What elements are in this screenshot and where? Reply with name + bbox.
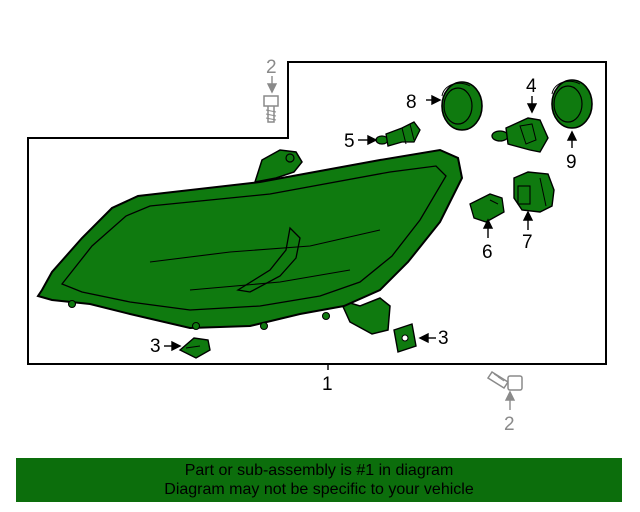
socket-6[interactable] bbox=[469, 193, 505, 223]
bracket-left[interactable] bbox=[178, 337, 211, 359]
callout-5: 5 bbox=[344, 131, 355, 152]
callout-3-left: 3 bbox=[150, 336, 161, 357]
callout-1: 1 bbox=[322, 374, 333, 395]
bolt-top[interactable] bbox=[263, 95, 279, 123]
callout-4: 4 bbox=[526, 76, 537, 97]
leader-lines bbox=[164, 94, 578, 370]
socket-7[interactable] bbox=[513, 171, 555, 213]
leader-lines-grey bbox=[266, 76, 516, 410]
callout-7: 7 bbox=[522, 232, 533, 253]
bulb-5[interactable] bbox=[375, 121, 421, 147]
bolt-bottom[interactable] bbox=[486, 370, 523, 391]
dust-cap-9[interactable] bbox=[551, 79, 593, 129]
callout-9: 9 bbox=[566, 152, 577, 173]
banner-line-1: Part or sub-assembly is #1 in diagram bbox=[184, 462, 454, 479]
info-banner: Part or sub-assembly is #1 in diagram Di… bbox=[16, 458, 622, 502]
headlamp-assembly[interactable] bbox=[36, 148, 464, 335]
assembly-frame bbox=[27, 61, 607, 365]
dust-cap-8[interactable] bbox=[441, 81, 483, 131]
banner-line-2: Diagram may not be specific to your vehi… bbox=[164, 481, 474, 498]
callout-2-bottom: 2 bbox=[504, 414, 515, 435]
bulb-socket-4[interactable] bbox=[491, 117, 549, 153]
callout-3-right: 3 bbox=[438, 328, 449, 349]
callout-6: 6 bbox=[482, 242, 493, 263]
bracket-right[interactable] bbox=[393, 323, 417, 353]
callout-8: 8 bbox=[406, 92, 417, 113]
callout-2-top: 2 bbox=[266, 57, 277, 78]
